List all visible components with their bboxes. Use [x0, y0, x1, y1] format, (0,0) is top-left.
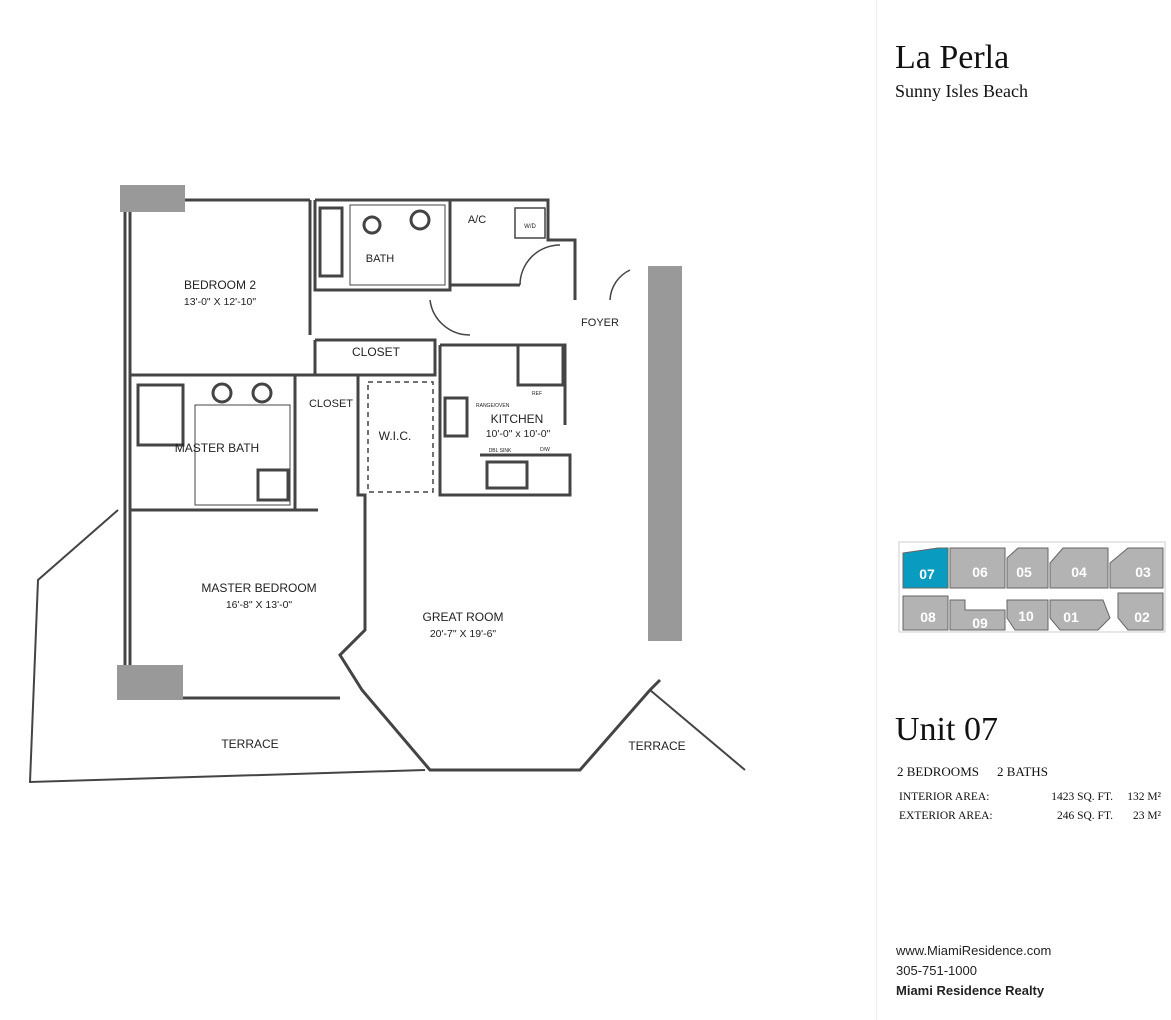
- keyplan-unit-09: [949, 599, 1006, 631]
- area-sqft: 1423 SQ. FT.: [1051, 791, 1113, 803]
- keyplan-unit-06: [949, 547, 1006, 589]
- keyplan-label: 04: [1071, 564, 1087, 580]
- keyplan-label: 08: [920, 609, 936, 625]
- keyplan-label: 02: [1134, 609, 1150, 625]
- keyplan-label: 06: [972, 564, 988, 580]
- keyplan-label: 05: [1016, 564, 1032, 580]
- room-label-great-room: GREAT ROOM: [423, 610, 504, 624]
- keyplan-label: 03: [1135, 564, 1151, 580]
- key-plan: 07 06 05 04 03 08 09 10 01 02: [898, 541, 1166, 633]
- room-label-terrace: TERRACE: [628, 739, 685, 753]
- keyplan-label: 09: [972, 615, 988, 631]
- bedrooms-count: 2 BEDROOMS: [897, 764, 979, 779]
- room-label-wic: W.I.C.: [379, 429, 412, 443]
- room-label-ac: A/C: [468, 214, 486, 226]
- keyplan-unit-05: [1006, 547, 1049, 589]
- baths-count: 2 BATHS: [997, 764, 1048, 779]
- area-m2: 23 M²: [1132, 810, 1161, 822]
- keyplan-label: 01: [1063, 609, 1079, 625]
- room-dims-master-bedroom: 16'-8" X 13'-0": [226, 599, 293, 611]
- unit-title: Unit 07: [895, 708, 998, 752]
- room-dims-bedroom2: 13'-0" X 12'-10": [184, 296, 256, 308]
- kitchen-dw-label: D/W: [540, 447, 550, 453]
- area-sqft: 246 SQ. FT.: [1056, 810, 1113, 822]
- keyplan-unit-10: [1006, 599, 1049, 631]
- area-label: EXTERIOR AREA:: [899, 810, 993, 822]
- room-label-closet: CLOSET: [309, 398, 353, 410]
- website-link[interactable]: www.MiamiResidence.com: [896, 943, 1052, 958]
- unit-label: Unit: [895, 711, 956, 748]
- company-name: Miami Residence Realty: [896, 983, 1045, 998]
- room-label-bedroom2: BEDROOM 2: [184, 278, 256, 292]
- floor-plan: BEDROOM 2 13'-0" X 12'-10" BATH A/C W/D …: [28, 185, 746, 784]
- keyplan-unit-04: [1049, 547, 1109, 589]
- room-label-bath: BATH: [366, 253, 395, 265]
- area-m2: 132 M²: [1127, 791, 1161, 803]
- room-label-foyer: FOYER: [581, 317, 619, 329]
- area-label: INTERIOR AREA:: [899, 791, 990, 803]
- kitchen-ref-label: REF: [532, 391, 542, 397]
- building-name: La Perla: [895, 39, 1010, 76]
- unit-rooms: 2 BEDROOMS 2 BATHS: [897, 764, 1066, 780]
- room-label-closet: CLOSET: [352, 345, 401, 359]
- room-label-master-bath: MASTER BATH: [175, 441, 259, 455]
- room-label-terrace: TERRACE: [221, 737, 278, 751]
- kitchen-range-label: RANGE/OVEN: [476, 403, 510, 409]
- building-location: Sunny Isles Beach: [895, 81, 1028, 101]
- phone-number: 305-751-1000: [896, 963, 977, 978]
- kitchen-sink-label: DBL SINK: [489, 448, 512, 454]
- room-dims-kitchen: 10'-0" x 10'-0": [486, 428, 551, 440]
- panel-divider: [876, 0, 877, 1020]
- keyplan-unit-07: [902, 547, 949, 589]
- unit-number: 07: [963, 711, 998, 748]
- room-label-wd: W/D: [524, 224, 536, 230]
- room-dims-great-room: 20'-7" X 19'-6": [430, 628, 497, 640]
- keyplan-unit-02: [1117, 592, 1164, 631]
- keyplan-label: 07: [919, 566, 935, 582]
- room-label-kitchen: KITCHEN: [491, 412, 544, 426]
- keyplan-label: 10: [1018, 608, 1034, 624]
- keyplan-unit-08: [902, 595, 949, 631]
- keyplan-unit-01: [1049, 599, 1111, 631]
- keyplan-unit-03: [1109, 547, 1164, 589]
- room-label-master-bedroom: MASTER BEDROOM: [201, 581, 316, 595]
